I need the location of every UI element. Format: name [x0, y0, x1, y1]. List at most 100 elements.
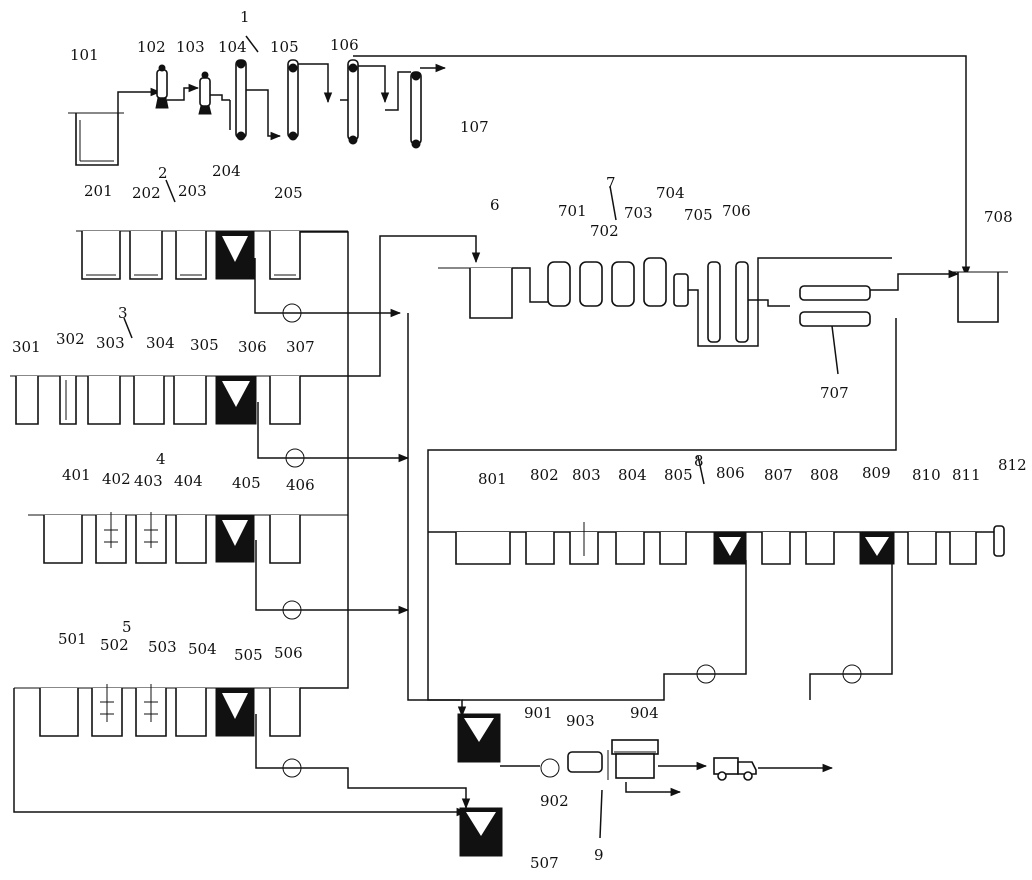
label-107: 107 — [460, 118, 489, 136]
label-806: 806 — [716, 464, 745, 482]
tank-201 — [81, 231, 121, 280]
label-803: 803 — [572, 466, 601, 484]
tank-202 — [129, 231, 163, 280]
label-902: 902 — [540, 792, 569, 810]
label-105: 105 — [270, 38, 299, 56]
filter-103 — [198, 71, 212, 115]
tank-307 — [269, 376, 301, 425]
membrane-106 — [347, 59, 359, 145]
label-708: 708 — [984, 208, 1013, 226]
label-405: 405 — [232, 474, 261, 492]
label-809: 809 — [862, 464, 891, 482]
label-704: 704 — [656, 184, 685, 202]
membrane-105 — [287, 59, 299, 141]
label-203: 203 — [178, 182, 207, 200]
vessel-703 — [611, 261, 635, 307]
tank-6 — [469, 268, 513, 319]
tank-805 — [659, 532, 687, 565]
tank-301 — [15, 376, 39, 425]
tank-203 — [175, 231, 207, 280]
tank-801 — [455, 532, 511, 565]
label-104: 104 — [218, 38, 247, 56]
membrane-706 — [707, 261, 749, 343]
mixer-502 — [91, 684, 123, 737]
label-303: 303 — [96, 334, 125, 352]
label-703: 703 — [624, 204, 653, 222]
clarifier-809 — [859, 532, 895, 565]
tank-808 — [805, 532, 835, 565]
unit-2 — [76, 179, 402, 689]
clarifier-405 — [215, 515, 255, 563]
tank-401 — [43, 515, 83, 564]
label-506: 506 — [274, 644, 303, 662]
sludge-tank-507 — [459, 807, 503, 857]
label-307: 307 — [286, 338, 315, 356]
label-103: 103 — [176, 38, 205, 56]
tank-804 — [615, 532, 645, 565]
vessel-702 — [579, 261, 603, 307]
tank-101 — [68, 112, 124, 166]
clarifier-505 — [215, 688, 255, 737]
label-3: 3 — [118, 304, 128, 322]
label-904: 904 — [630, 704, 659, 722]
label-6: 6 — [490, 196, 500, 214]
tank-303 — [87, 376, 121, 425]
label-812: 812 — [998, 456, 1027, 474]
label-502: 502 — [100, 636, 129, 654]
label-804: 804 — [618, 466, 647, 484]
label-106: 106 — [330, 36, 359, 54]
label-501: 501 — [58, 630, 87, 648]
tank-811 — [949, 532, 977, 565]
clarifier-806 — [713, 532, 747, 565]
label-306: 306 — [238, 338, 267, 356]
unit-1-pretreatment — [68, 35, 971, 278]
mixer-403 — [135, 512, 167, 564]
label-811: 811 — [952, 466, 981, 484]
label-8: 8 — [694, 452, 704, 470]
tank-501 — [39, 688, 79, 737]
label-304: 304 — [146, 334, 175, 352]
membrane-104 — [235, 59, 247, 141]
label-403: 403 — [134, 472, 163, 490]
label-305: 305 — [190, 336, 219, 354]
tank-205 — [269, 231, 301, 280]
label-406: 406 — [286, 476, 315, 494]
label-802: 802 — [530, 466, 559, 484]
vessel-701 — [547, 261, 571, 307]
label-807: 807 — [764, 466, 793, 484]
sludge-tank-901 — [457, 713, 501, 763]
label-503: 503 — [148, 638, 177, 656]
label-102: 102 — [137, 38, 166, 56]
label-702: 702 — [590, 222, 619, 240]
unit-3 — [10, 235, 481, 468]
label-903: 903 — [566, 712, 595, 730]
tank-404 — [175, 515, 207, 564]
tank-305 — [173, 376, 207, 425]
label-1: 1 — [240, 8, 250, 26]
label-5: 5 — [122, 618, 132, 636]
label-7: 7 — [606, 174, 616, 192]
tank-807 — [761, 532, 791, 565]
tank-302 — [59, 376, 77, 425]
unit-5 — [13, 684, 503, 857]
tank-810 — [907, 532, 937, 565]
label-707: 707 — [820, 384, 849, 402]
label-504: 504 — [188, 640, 217, 658]
label-302: 302 — [56, 330, 85, 348]
tank-304 — [133, 376, 165, 425]
clarifier-204 — [215, 231, 255, 280]
label-205: 205 — [274, 184, 303, 202]
label-9: 9 — [594, 846, 604, 864]
tank-802 — [525, 532, 555, 565]
label-507: 507 — [530, 854, 559, 872]
label-808: 808 — [810, 466, 839, 484]
label-4: 4 — [156, 450, 166, 468]
label-404: 404 — [174, 472, 203, 490]
compressor-903 — [567, 750, 609, 780]
vessel-704 — [643, 257, 667, 307]
label-805: 805 — [664, 466, 693, 484]
unit-9 — [457, 713, 834, 839]
filter-812 — [993, 525, 1005, 557]
truck-icon — [713, 757, 757, 781]
